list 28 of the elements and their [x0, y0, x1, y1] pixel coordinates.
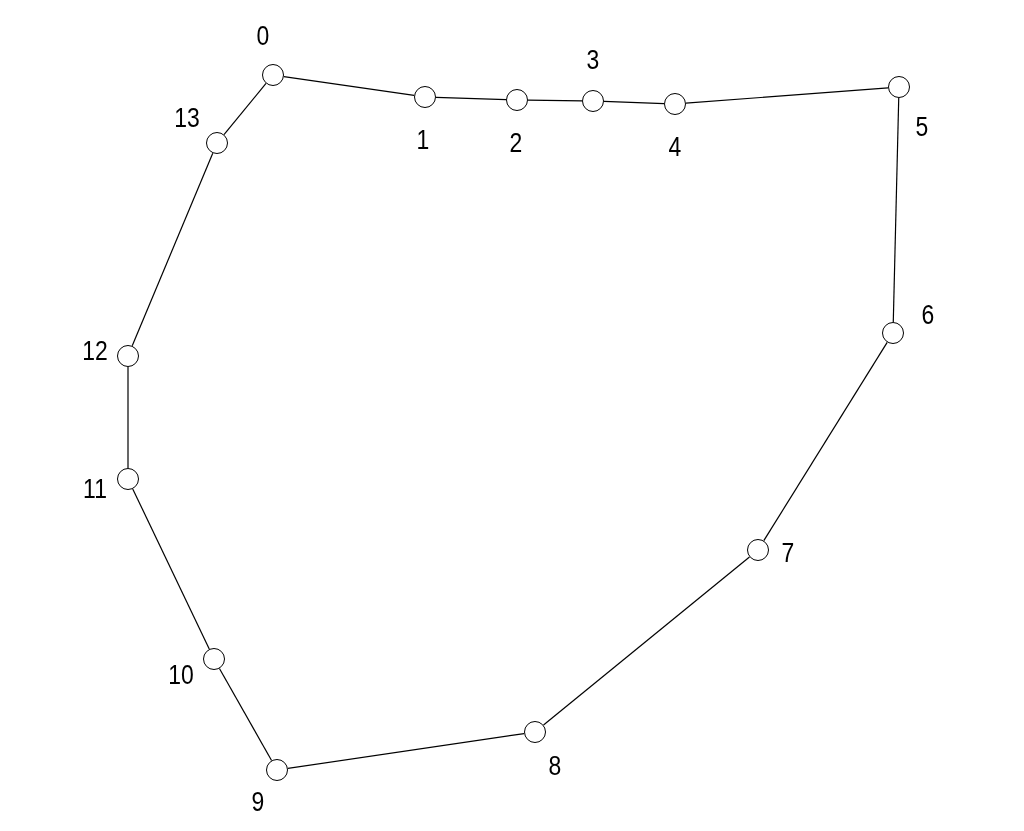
connector-line: [763, 341, 888, 542]
point-number: 1: [416, 126, 430, 154]
connector-line: [132, 488, 210, 650]
connector-line: [603, 100, 665, 105]
connector-line: [527, 99, 583, 102]
connector-line: [131, 152, 214, 347]
point-number: 0: [256, 22, 270, 50]
connector-line: [892, 97, 900, 323]
point-number: 4: [668, 133, 682, 161]
connector-line: [542, 556, 751, 726]
connector-line: [287, 733, 525, 769]
point-number: 9: [251, 788, 265, 816]
point-number: 5: [915, 113, 929, 141]
point-number: 3: [586, 46, 600, 74]
point-number: 2: [509, 129, 523, 157]
connector-line: [127, 366, 129, 469]
connector-line: [685, 87, 889, 104]
point-number: 11: [83, 475, 107, 503]
point-number: 10: [168, 661, 194, 689]
connector-line: [223, 82, 267, 136]
point-number: 12: [82, 337, 108, 365]
point-number: 7: [781, 539, 795, 567]
point-number: 8: [548, 752, 562, 780]
point-number: 13: [174, 104, 200, 132]
connector-line: [435, 96, 507, 101]
point-number: 6: [921, 301, 935, 329]
connector-line: [218, 667, 273, 762]
connector-line: [283, 76, 415, 96]
